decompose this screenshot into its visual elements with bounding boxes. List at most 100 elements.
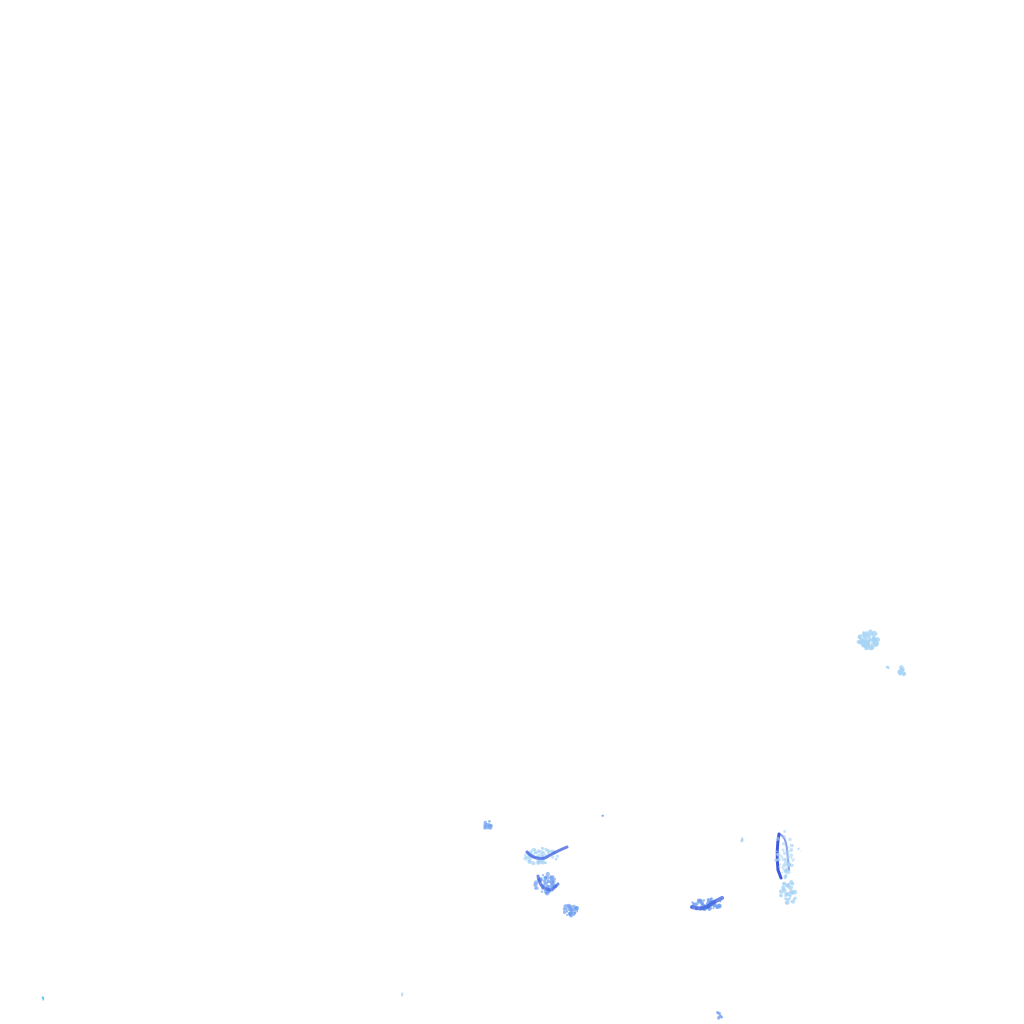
echo-cell-south-west-cluster (523, 846, 560, 866)
echo-pixel (566, 914, 568, 916)
echo-pixel (774, 858, 778, 862)
echo-pixel (532, 862, 536, 866)
echo-pixel (531, 847, 535, 852)
echo-pixel (790, 891, 794, 895)
echo-pixel (784, 900, 789, 905)
echo-pixel (784, 858, 786, 861)
echo-pixel (898, 671, 903, 676)
echo-pixel (778, 890, 782, 893)
echo-speck-west (601, 814, 605, 817)
echo-pixel (862, 643, 866, 647)
echo-pixel (797, 848, 800, 851)
echo-pixel (533, 883, 538, 888)
echo-speck-west (41, 996, 45, 1001)
echo-pixel (555, 854, 560, 858)
echo-pixel (488, 825, 492, 829)
echo-pixel (781, 848, 785, 852)
echo-pixel (864, 647, 868, 651)
echo-pixel (867, 637, 872, 642)
echo-pixel (701, 903, 704, 906)
echo-pixel (782, 881, 786, 886)
echo-pixel (784, 858, 789, 862)
echo-pixel (717, 1011, 721, 1016)
echo-pixel (563, 904, 569, 909)
echo-pixel (871, 637, 877, 642)
echo-pixel (541, 847, 545, 851)
echo-pixel (857, 635, 862, 640)
echo-speck-west (797, 847, 802, 852)
echo-pixel (565, 908, 568, 911)
echo-pixel (568, 905, 572, 908)
echo-cell-south-east-vertical (774, 829, 795, 880)
echo-pixel (536, 862, 539, 865)
echo-pixel (790, 856, 793, 859)
echo-pixel (487, 823, 491, 826)
echo-pixel (886, 665, 890, 669)
echo-pixel (545, 871, 550, 877)
echo-pixel (781, 871, 784, 874)
echo-pixel (565, 909, 569, 913)
echo-speck-west (740, 837, 744, 843)
echo-pixel (524, 855, 529, 860)
echo-pixel (778, 865, 781, 868)
echo-pixel (786, 852, 790, 856)
echo-pixel (782, 888, 787, 893)
echo-pixel (549, 849, 552, 852)
echo-pixel (535, 886, 539, 890)
echo-pixel (860, 638, 864, 643)
echo-cell-northeast-small (897, 665, 907, 677)
echo-pixel (785, 883, 790, 888)
echo-pixel (702, 899, 706, 902)
echo-pixel (573, 911, 577, 914)
echo-pixel (779, 863, 781, 866)
echo-pixel (542, 879, 545, 882)
echo-pixel (775, 852, 779, 856)
echo-pixel (483, 820, 488, 825)
echo-pixel (783, 876, 787, 880)
echo-pixel (779, 894, 783, 898)
echo-pixel (551, 855, 555, 859)
echo-pixel (784, 897, 789, 901)
echo-pixel (540, 860, 545, 865)
echo-pixel (782, 864, 786, 868)
echo-pixel (523, 853, 527, 857)
echo-pixel (781, 866, 783, 869)
echo-pixel (857, 641, 861, 645)
echo-pixel (544, 847, 548, 851)
echo-pixel (702, 903, 706, 906)
echo-cell-south-west-cluster (483, 820, 493, 830)
echo-pixel (543, 876, 546, 879)
echo-pixel (788, 837, 792, 842)
echo-pixel (692, 903, 695, 906)
echo-pixel (717, 905, 721, 909)
echo-cell-south-east-vertical (778, 833, 790, 871)
echo-pixel (789, 887, 793, 892)
echo-pixel (787, 846, 790, 849)
echo-pixel (537, 849, 541, 853)
echo-pixel (527, 859, 531, 863)
echo-pixel (788, 860, 790, 863)
echo-pixel (546, 880, 551, 884)
echo-cell-south-west-cluster (525, 845, 569, 860)
echo-pixel (791, 864, 794, 867)
echo-pixel (691, 901, 694, 903)
echo-pixel (790, 885, 794, 889)
echo-pixel (601, 814, 604, 817)
echo-pixel (547, 850, 550, 853)
echo-pixel (545, 891, 548, 894)
echo-pixel (567, 911, 573, 916)
echo-pixel (862, 631, 866, 634)
echo-speck-far-south (716, 1010, 724, 1020)
echo-cell-northeast-large (856, 629, 881, 651)
echo-pixel (789, 847, 794, 852)
echo-pixel (780, 855, 783, 858)
echo-pixel (790, 881, 795, 886)
echo-pixel (548, 875, 554, 880)
echo-pixel (400, 995, 403, 997)
echo-pixel (790, 899, 796, 904)
echo-pixel (789, 853, 794, 857)
echo-pixel (716, 1016, 721, 1020)
echo-pixel (741, 838, 744, 842)
